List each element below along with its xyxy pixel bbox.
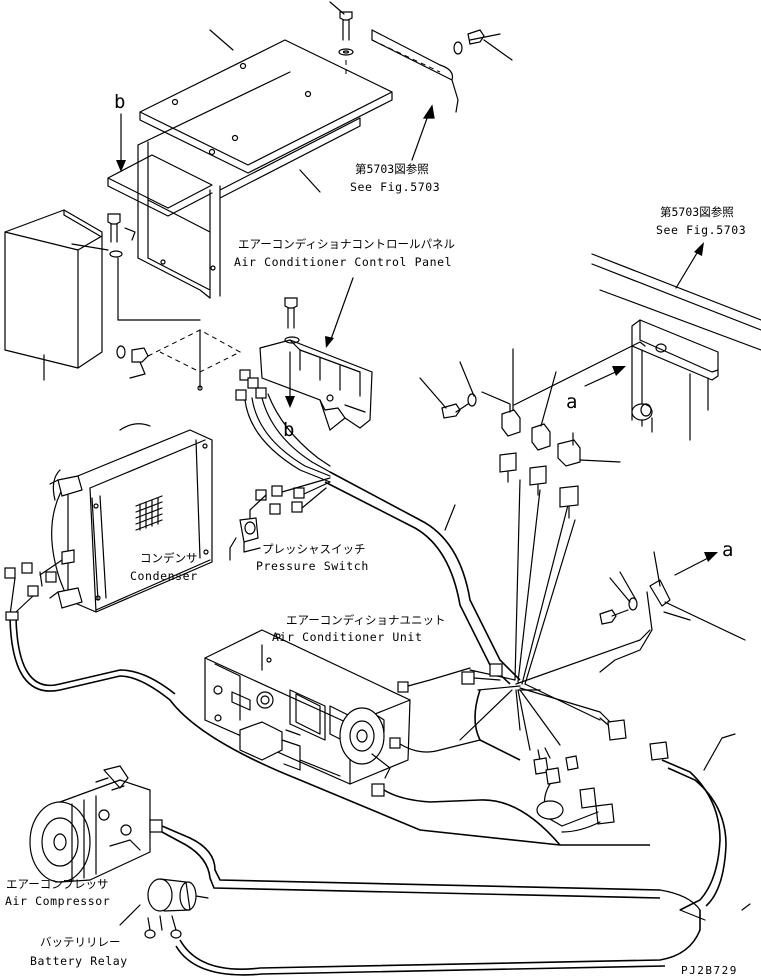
callout-a-lower: a (722, 539, 733, 561)
battery-relay-jp: バッテリリレー (40, 935, 121, 949)
ac-unit-jp: エアーコンディショナユニット (286, 613, 446, 627)
ref-top-jp: 第5703図参照 (355, 162, 429, 176)
drawing-code: PJ2B729 (681, 964, 738, 977)
condenser (49, 423, 213, 613)
ac-unit-en: Air Conditioner Unit (272, 630, 422, 644)
bottom-right-leaders (659, 889, 751, 921)
callout-a-lower-arrow (674, 552, 718, 576)
ref-right-en: See Fig.5703 (656, 223, 746, 237)
callout-a-upper: a (566, 391, 577, 413)
top-cover-assembly (107, 29, 393, 299)
side-cover-bolts (71, 213, 242, 391)
condenser-hose (5, 611, 650, 846)
control-panel-body (259, 339, 373, 432)
compressor-jp: エアーコンプレッサ (6, 877, 108, 891)
ref-arrow-right (675, 242, 704, 289)
ac-unit (204, 629, 411, 785)
pressure-switch-jp: プレッシャスイッチ (262, 542, 366, 556)
air-compressor (29, 765, 661, 899)
relays (419, 341, 646, 519)
battery-relay-en: Battery Relay (30, 954, 128, 968)
side-cover (4, 209, 103, 381)
ref-arrow-top (411, 104, 435, 161)
condenser-jp: コンデンサ (140, 551, 198, 565)
callout-a-upper-arrow (584, 366, 626, 387)
control-panel-bolt (284, 297, 300, 344)
pressure-switch (229, 477, 331, 561)
ac-unit-connectors (371, 663, 615, 846)
condenser-en: Condenser (130, 569, 198, 583)
battery-relay (119, 878, 701, 976)
pressure-switch-en: Pressure Switch (256, 559, 369, 573)
compressor-en: Air Compressor (5, 894, 110, 908)
ref-top-en: See Fig.5703 (350, 180, 440, 194)
callout-b-lower-arrow (285, 351, 295, 408)
right-cables (599, 711, 736, 911)
right-bracket (591, 253, 761, 441)
ground-strap (599, 551, 746, 673)
callout-b-upper: b (114, 91, 125, 113)
condenser-connectors (4, 549, 75, 616)
ac-unit-label-dot (275, 633, 281, 639)
control-panel-jp: エアーコンディショナコントロールパネル (238, 237, 455, 251)
control-panel-en: Air Conditioner Control Panel (234, 255, 452, 269)
top-bolts (329, 1, 513, 78)
control-panel-leader (325, 277, 354, 348)
panel-connectors (235, 369, 331, 483)
reference-plate-top (371, 29, 459, 113)
ref-right-jp: 第5703図参照 (660, 205, 734, 219)
callout-b-upper-arrow (116, 113, 126, 172)
